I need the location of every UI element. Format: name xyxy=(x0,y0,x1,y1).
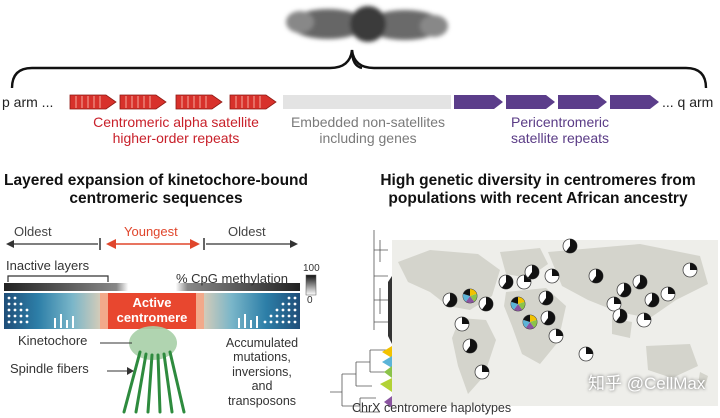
pie-marker xyxy=(454,316,470,332)
pie-slice xyxy=(541,291,553,305)
pie-slice xyxy=(523,315,530,322)
pie-slice xyxy=(644,313,651,320)
chromosome-image xyxy=(286,6,448,42)
pie-slice xyxy=(524,275,531,282)
pie-marker xyxy=(544,268,560,284)
pie-slice xyxy=(445,293,457,307)
pie-marker xyxy=(562,238,578,254)
pie-slice xyxy=(510,301,518,310)
pie-marker xyxy=(462,338,478,354)
pie-slice xyxy=(482,365,489,372)
haplotype-tree xyxy=(330,230,388,413)
youngest-label: Youngest xyxy=(124,224,178,239)
pie-slice xyxy=(530,315,537,322)
pie-slice xyxy=(647,293,659,307)
right-panel-title: High genetic diversity in centromeres fr… xyxy=(380,172,696,207)
pie-slice xyxy=(501,275,513,289)
pie-slice xyxy=(668,287,675,294)
kinetochore-label: Kinetochore xyxy=(18,333,88,348)
pie-marker xyxy=(524,264,540,280)
pie-marker xyxy=(632,274,648,290)
pericentromeric-arrows xyxy=(454,95,659,109)
pie-slice xyxy=(470,289,477,296)
pie-slice xyxy=(518,297,525,304)
pie-slice xyxy=(465,339,477,353)
methylation-bar xyxy=(4,283,300,291)
pie-slice xyxy=(614,297,621,304)
pie-marker xyxy=(540,310,556,326)
pie-marker xyxy=(636,312,652,328)
pie-marker xyxy=(578,346,594,362)
pie-marker xyxy=(516,274,532,290)
pie-slice xyxy=(619,283,632,297)
inactive-layers-bracket xyxy=(7,275,109,282)
pie-marker xyxy=(660,286,676,302)
haplotypes-label: ChrX centromere haplotypes xyxy=(352,401,512,415)
oldest-right-label: Oldest xyxy=(228,224,266,239)
pie-marker xyxy=(612,308,628,324)
pie-marker xyxy=(588,268,604,284)
pie-slice xyxy=(465,296,475,303)
pie-marker xyxy=(510,296,526,312)
pie-slice xyxy=(690,263,697,270)
pie-slice xyxy=(525,322,535,329)
oldest-left-label: Oldest xyxy=(14,224,52,239)
pie-marker xyxy=(522,314,538,330)
pie-slice xyxy=(565,238,578,254)
pie-slice xyxy=(527,265,539,279)
pie-marker xyxy=(682,262,698,278)
pie-slice xyxy=(591,269,603,283)
pie-marker xyxy=(478,296,494,312)
pie-slice xyxy=(615,309,628,324)
pie-slice xyxy=(463,293,470,302)
pie-marker xyxy=(606,296,622,312)
pie-slice xyxy=(511,297,518,304)
pie-slice xyxy=(518,301,526,310)
cpg-methylation-label: % CpG methylation xyxy=(176,271,288,286)
watermark: 知乎 @CellMax xyxy=(588,374,706,393)
pie-slice xyxy=(463,289,470,296)
pie-marker xyxy=(498,274,514,290)
scale-max-label: 100 xyxy=(303,263,320,274)
q-arm-label: ... q arm xyxy=(662,94,714,110)
pie-slice xyxy=(543,311,556,325)
pie-slice xyxy=(552,269,559,276)
pie-marker xyxy=(474,364,490,380)
pie-marker xyxy=(442,292,458,308)
curly-brace xyxy=(10,49,708,89)
pie-slice xyxy=(513,304,523,312)
pie-slice xyxy=(470,293,478,302)
pie-slice xyxy=(635,275,647,289)
pie-slice xyxy=(530,319,537,328)
haplotype-wedge xyxy=(388,276,392,344)
alpha-satellite-arrows xyxy=(69,94,277,110)
age-axis xyxy=(6,238,298,250)
pie-marker xyxy=(538,290,554,306)
scale-min-label: 0 xyxy=(307,295,313,306)
spindle-fibers xyxy=(122,350,186,414)
pie-marker xyxy=(616,282,632,298)
embedded-region-bar xyxy=(283,95,451,109)
p-arm-label: p arm ... xyxy=(2,94,54,110)
inactive-layers-label: Inactive layers xyxy=(6,258,90,273)
pie-slice xyxy=(462,317,469,324)
pie-marker xyxy=(548,328,564,344)
pie-slice xyxy=(523,319,530,328)
spindle-fibers-label: Spindle fibers xyxy=(10,361,89,376)
pie-slice xyxy=(586,347,593,354)
pie-slice xyxy=(556,329,563,336)
pie-marker xyxy=(462,288,478,304)
pie-slice xyxy=(481,297,494,312)
pie-marker xyxy=(644,292,660,308)
methylation-scale xyxy=(305,274,317,296)
